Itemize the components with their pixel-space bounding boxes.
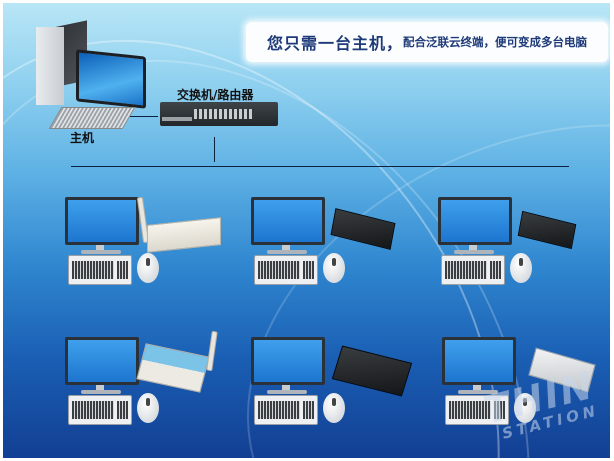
thinstation-watermark: THIN STATION [479, 363, 600, 443]
terminal-station-4 [65, 330, 245, 437]
monitor-stand [96, 245, 104, 251]
switch-ports [194, 109, 254, 119]
network-diagram: 您只需一台主机， 配合泛联云终端，便可变成多台电脑 主机 交换机/路由器 [3, 3, 610, 458]
monitor-icon [251, 337, 325, 385]
network-bus-line [71, 166, 569, 167]
keyboard-icon [68, 395, 132, 425]
monitor-icon [442, 337, 516, 385]
mouse-icon [137, 393, 159, 423]
monitor-base [267, 250, 307, 254]
mouse-icon [510, 253, 532, 283]
thin-client-black-icon [331, 345, 413, 397]
monitor-base [81, 390, 121, 394]
terminal-station-3 [438, 197, 610, 297]
mouse-icon [323, 253, 345, 283]
switch-drop-line [214, 137, 215, 162]
mouse-icon [514, 393, 536, 423]
subline-text: 配合泛联云终端，便可变成多台电脑 [403, 35, 587, 49]
monitor-stand [282, 385, 290, 391]
thin-client-black-icon [330, 208, 396, 250]
network-switch-icon [160, 102, 278, 126]
terminal-station-2 [251, 197, 431, 297]
monitor-stand [469, 245, 477, 251]
monitor-icon [251, 197, 325, 245]
pc-tower-front-icon [36, 27, 64, 105]
thin-client-white-icon [147, 217, 221, 253]
monitor-base [267, 390, 307, 394]
antenna-icon [206, 330, 218, 372]
monitor-icon [65, 337, 139, 385]
monitor-base [458, 390, 498, 394]
monitor-icon [438, 197, 512, 245]
terminal-station-1 [65, 196, 245, 297]
headline-banner: 您只需一台主机， 配合泛联云终端，便可变成多台电脑 [246, 22, 608, 62]
thin-client-white-blue-icon [136, 343, 210, 393]
monitor-stand [473, 385, 481, 391]
switch-label: 交换机/路由器 [177, 88, 254, 102]
keyboard-icon [254, 255, 318, 285]
switch-strip [162, 117, 192, 121]
monitor-base [454, 250, 494, 254]
keyboard-icon [254, 395, 318, 425]
monitor-stand [96, 385, 104, 391]
mouse-icon [323, 393, 345, 423]
keyboard-icon [445, 395, 509, 425]
thin-client-black-icon [517, 210, 577, 250]
host-monitor-icon [76, 49, 146, 109]
monitor-stand [282, 245, 290, 251]
keyboard-icon [68, 255, 132, 285]
host-label: 主机 [70, 131, 95, 145]
host-keyboard-icon [48, 107, 136, 129]
headline-text: 您只需一台主机， [266, 34, 403, 53]
monitor-icon [65, 197, 139, 245]
terminal-station-5 [251, 337, 431, 437]
keyboard-icon [441, 255, 505, 285]
monitor-base [81, 250, 121, 254]
terminal-station-6 [442, 337, 610, 437]
host-switch-link [130, 116, 158, 117]
mouse-icon [137, 253, 159, 283]
